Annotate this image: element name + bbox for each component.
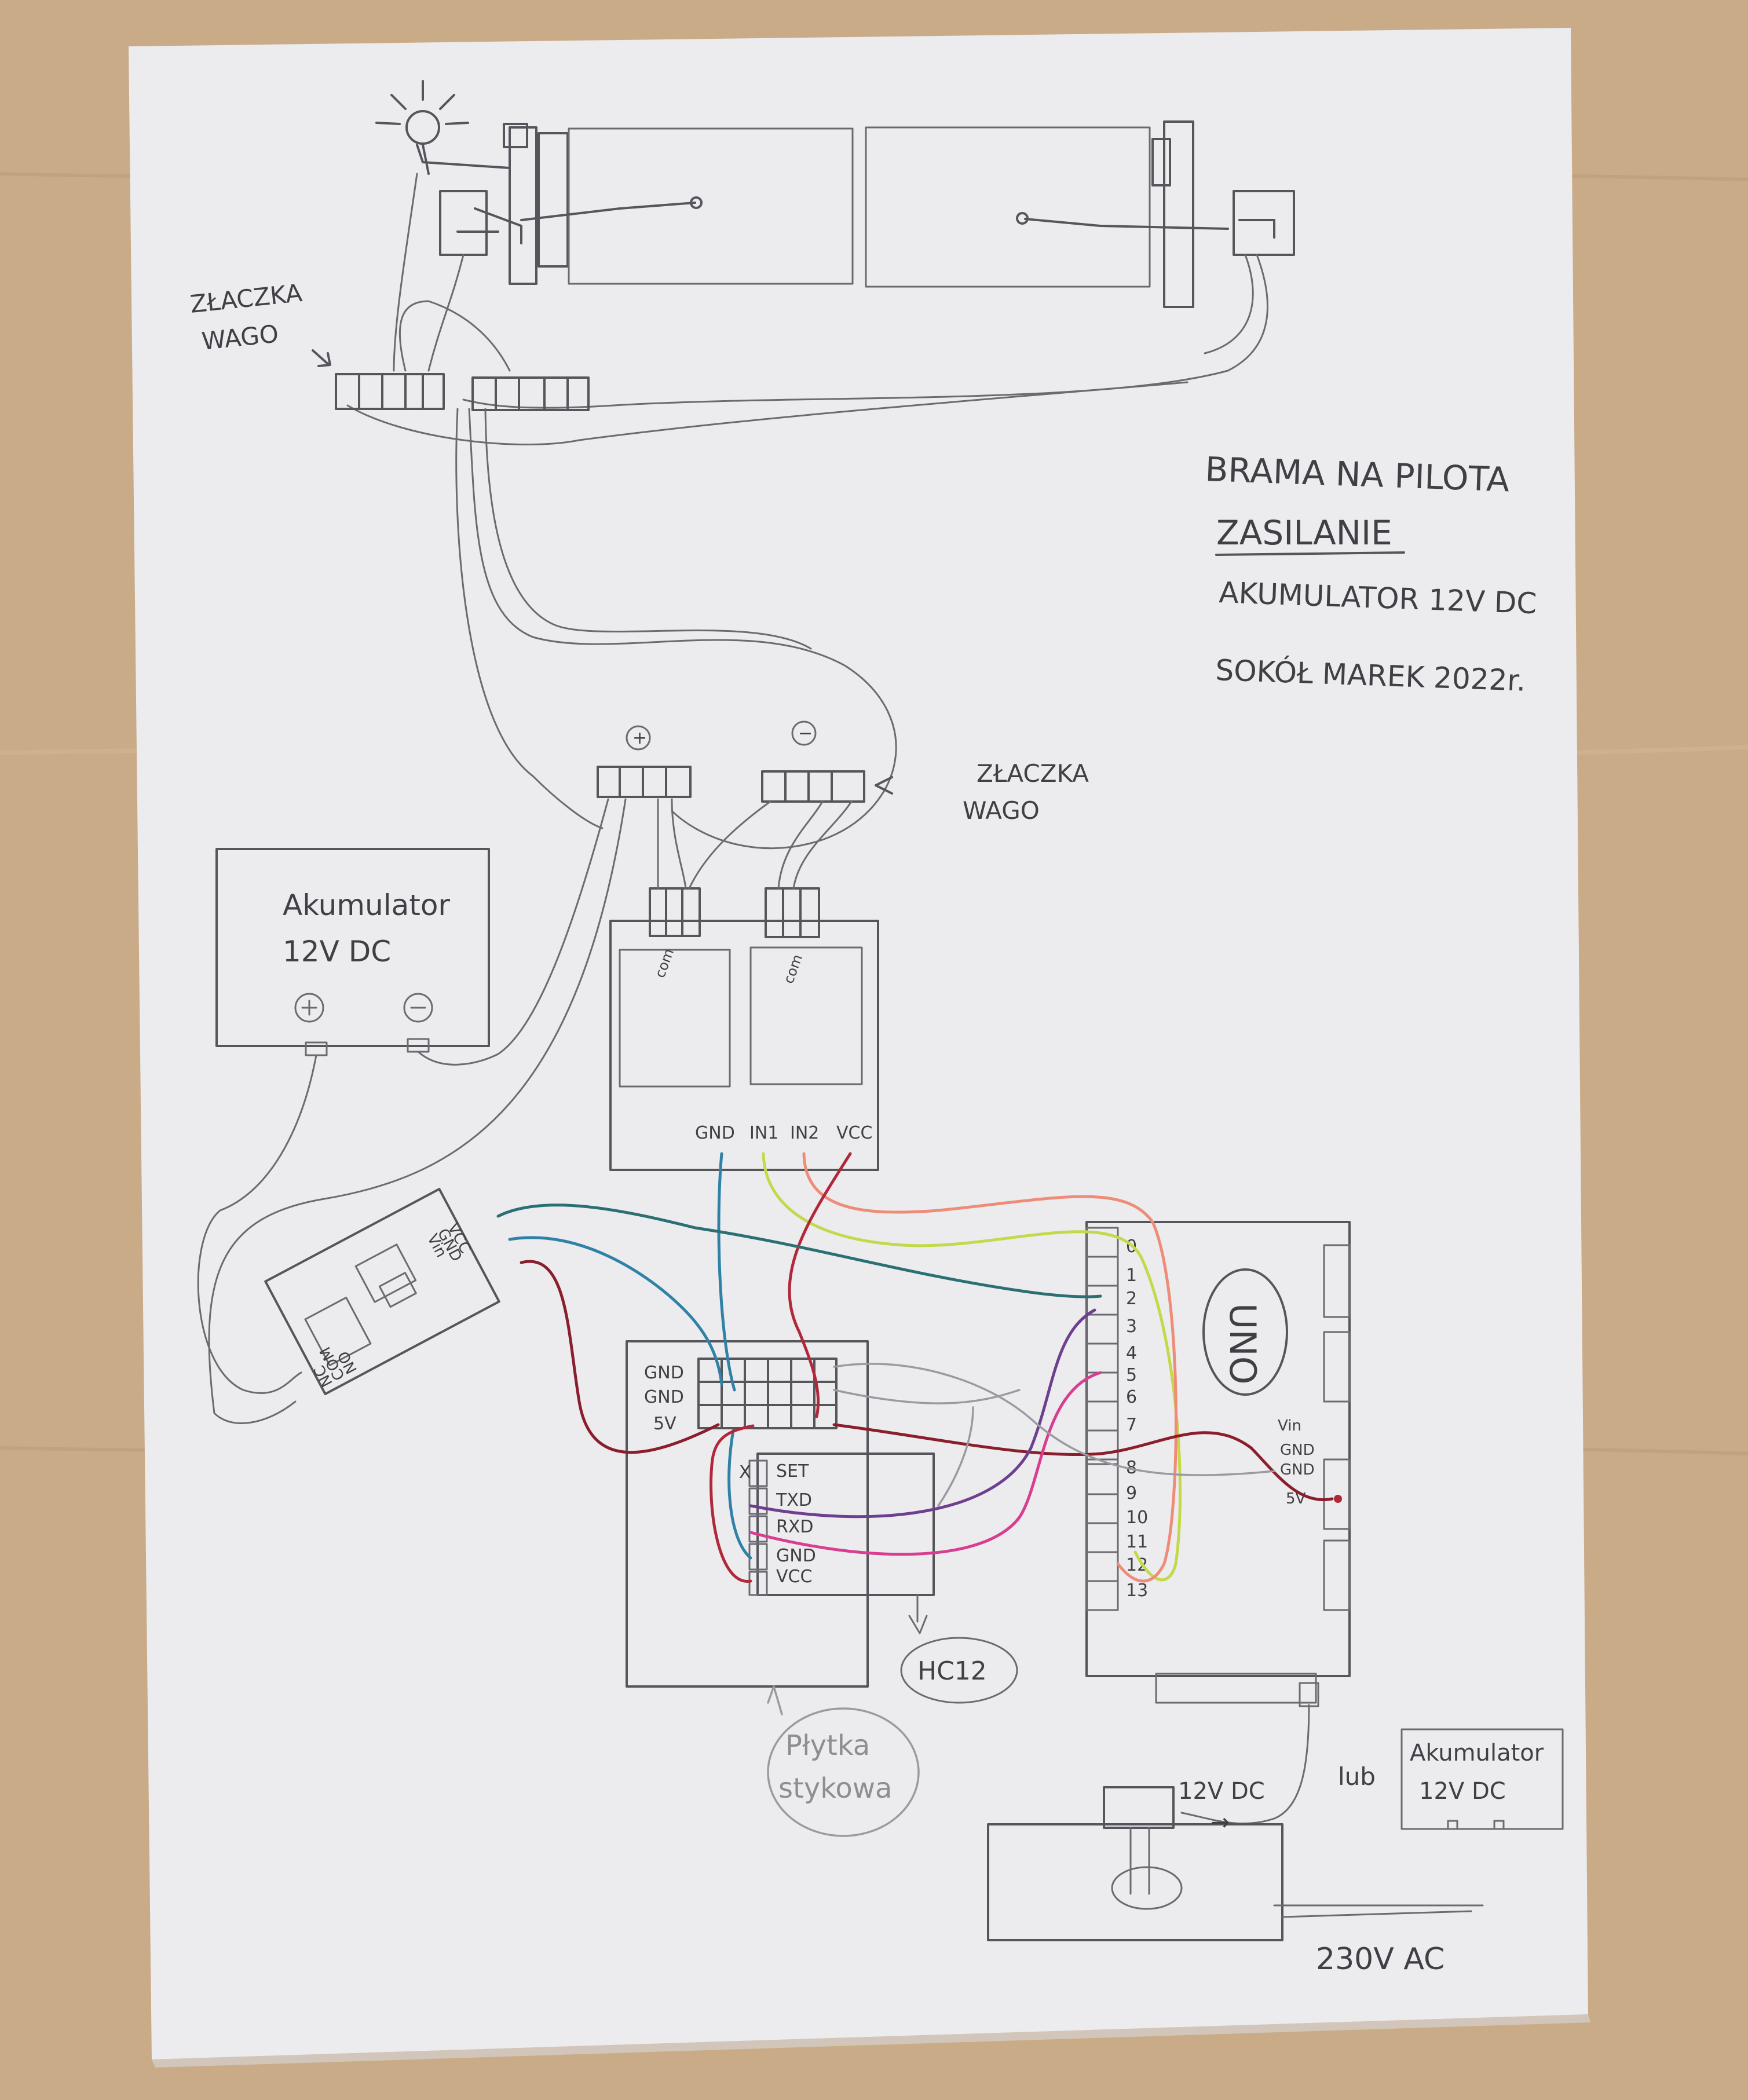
wago-mid-line2: WAGO [963,796,1040,825]
battery-main-line2: 12V DC [283,935,391,968]
relay-module: com com GND IN1 IN2 VCC [609,798,879,1171]
hc12-label: HC12 [917,1656,987,1686]
hc12-pin-rxd: RXD [776,1517,814,1537]
uno-pin-9: 9 [1126,1483,1137,1503]
plus-icon [626,725,651,751]
uno-pin-3: 3 [1126,1316,1137,1337]
battery-alt-line2: 12V DC [1419,1778,1506,1805]
hc12-pin-set: SET [776,1461,809,1481]
uno-pin-5v: 5V [1286,1490,1306,1508]
wago-connector-middle: + − [597,720,893,803]
breadboard-row-gnd-2: GND [644,1387,684,1407]
cables-to-middle [455,408,897,850]
uno-pin-13: 13 [1126,1581,1148,1601]
breadboard-label-1: Płytka [785,1729,870,1762]
uno-pin-vin: Vin [1278,1417,1301,1435]
breadboard-row-gnd-1: GND [644,1363,684,1383]
relay-pin-gnd: GND [695,1123,735,1143]
battery-alt-line1: Akumulator [1410,1740,1544,1766]
uno-pin-6: 6 [1126,1387,1137,1407]
wago-label-middle: ZŁACZKA WAGO [963,759,1089,825]
battery-plus-icon [294,993,324,1023]
breadboard: GND GND 5V Płytka stykowa [626,1340,920,1837]
uno-pin-5: 5 [1126,1365,1137,1385]
uno-pin-gnd-1: GND [1280,1442,1315,1459]
uno-pin-8: 8 [1126,1458,1137,1478]
minus-icon [791,720,817,746]
plus-label: + [632,728,647,748]
wago-mid-line1: ZŁACZKA [977,759,1089,788]
hc12-pin-vcc: VCC [776,1567,812,1587]
arduino-uno: UNO 0 1 2 3 4 5 6 7 8 9 10 11 12 13 Vin … [1085,1221,1351,1707]
uno-pin-10: 10 [1126,1508,1148,1528]
battery-alt: Akumulator 12V DC [1400,1728,1564,1830]
ac-label: 230V AC [1316,1942,1445,1977]
paper-sheet [129,28,1588,2059]
colored-wires [496,1152,1334,1583]
title-line2: ZASILANIE [1216,513,1392,553]
uno-pin-2: 2 [1126,1289,1137,1309]
relay-pin-vcc: VCC [836,1123,872,1143]
relay-pin-in1: IN1 [749,1123,778,1143]
wago-connector-top [335,373,590,411]
uno-pin-1: 1 [1126,1265,1137,1286]
uno-pin-4: 4 [1126,1343,1137,1363]
breadboard-label-2: stykowa [778,1772,892,1805]
uno-pin-gnd-2: GND [1280,1461,1315,1479]
hc12-module: X SET TXD RXD GND VCC HC12 [739,1453,1018,1704]
uno-label: UNO [1222,1303,1264,1385]
dc-label: 12V DC [1178,1778,1265,1805]
gate-drawing [346,80,1295,445]
battery-main: Akumulator 12V DC [197,798,627,1424]
power-supply: 12V DC → 230V AC lub [987,1704,1484,1977]
uno-pin-7: 7 [1126,1415,1137,1435]
breadboard-row-5v: 5V [653,1414,676,1434]
relay-pin-in2: IN2 [790,1123,819,1143]
uno-pin-11: 11 [1126,1532,1148,1552]
hc12-pin-txd: TXD [776,1490,812,1510]
hc12-pin-gnd: GND [776,1546,816,1566]
dc-arrow: → [1211,1809,1230,1836]
battery-minus-icon [403,993,433,1023]
minus-label: − [798,723,813,744]
lub-label: lub [1338,1762,1376,1791]
lamp-icon [405,110,440,145]
hc12-set-mark: X [739,1462,751,1483]
battery-main-line1: Akumulator [283,888,450,922]
